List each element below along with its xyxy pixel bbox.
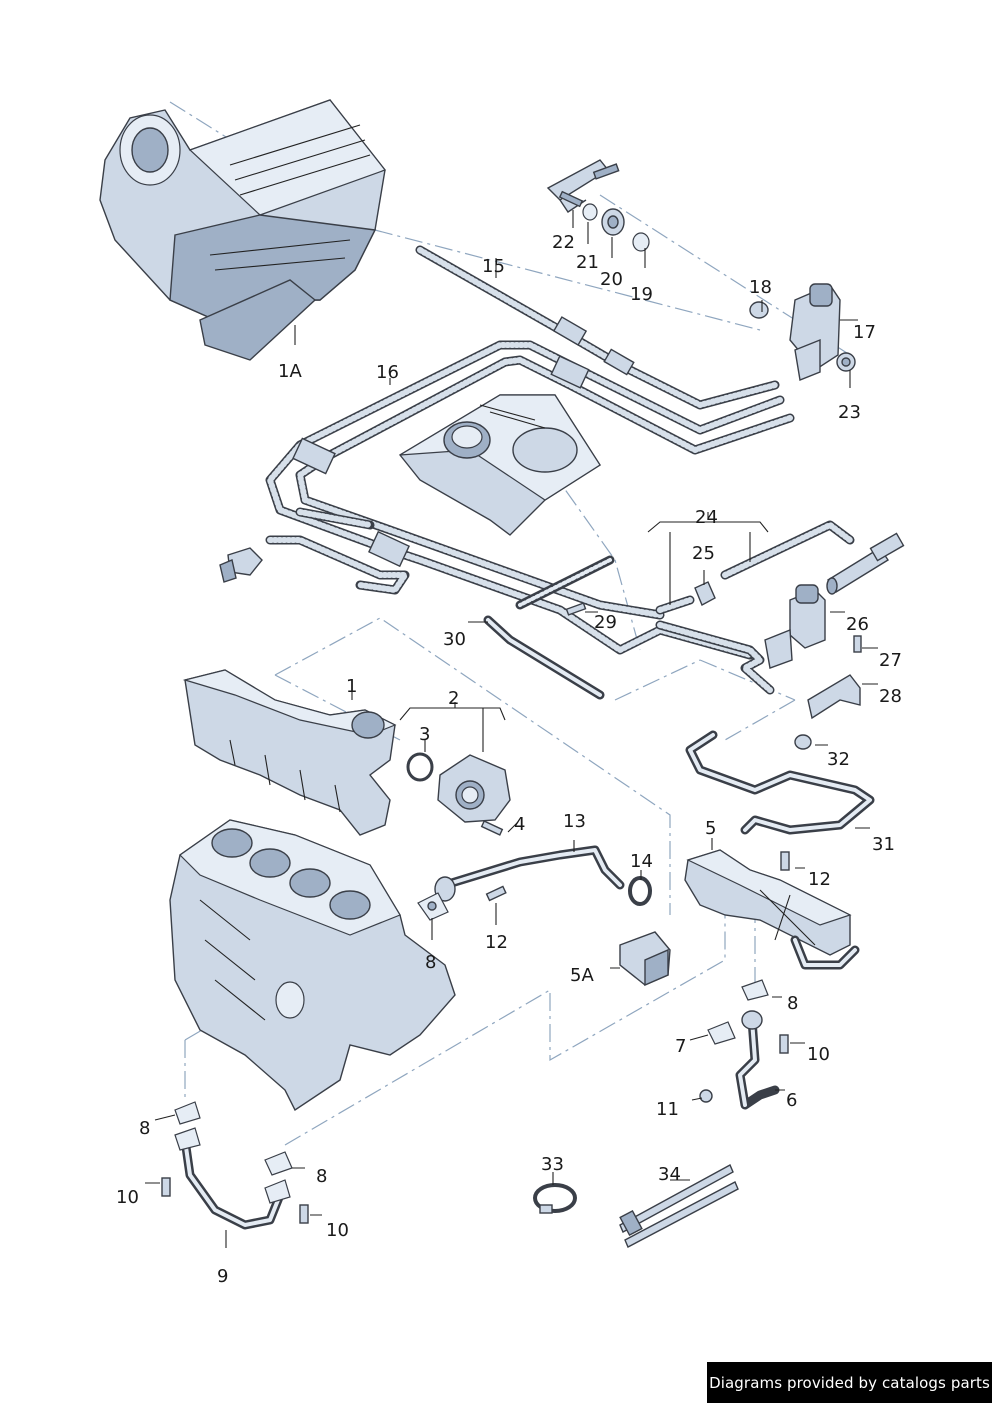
gasket-3[interactable] bbox=[406, 752, 434, 782]
leader-lines bbox=[145, 210, 878, 1248]
bolt-10-right[interactable] bbox=[779, 1034, 789, 1054]
pipe-9[interactable] bbox=[174, 1127, 291, 1230]
label-5A: 5A bbox=[570, 965, 594, 986]
bolt-10-lower-left[interactable] bbox=[161, 1177, 171, 1197]
cable-ties-34[interactable] bbox=[619, 1164, 739, 1248]
label-5: 5 bbox=[705, 818, 716, 839]
bracket-assembly-22-19[interactable] bbox=[546, 159, 650, 252]
label-1: 1 bbox=[346, 676, 357, 697]
bracket-5A[interactable] bbox=[619, 931, 671, 987]
label-8-upper: 8 bbox=[425, 952, 436, 973]
egr-pipe-13[interactable] bbox=[434, 845, 625, 902]
valve-26[interactable] bbox=[764, 584, 826, 669]
hose-15[interactable] bbox=[415, 245, 780, 410]
bracket-28[interactable] bbox=[807, 674, 861, 720]
label-32: 32 bbox=[827, 749, 850, 770]
egr-cooler-5[interactable] bbox=[684, 849, 860, 970]
clamp-14[interactable] bbox=[628, 876, 652, 906]
label-8-lower-left: 8 bbox=[139, 1118, 150, 1139]
label-20: 20 bbox=[600, 269, 623, 290]
label-27: 27 bbox=[879, 650, 902, 671]
label-33: 33 bbox=[541, 1154, 564, 1175]
label-21: 21 bbox=[576, 252, 599, 273]
gasket-8-lower-left[interactable] bbox=[174, 1101, 201, 1125]
solenoid-valve-17[interactable] bbox=[749, 283, 856, 381]
label-34: 34 bbox=[658, 1164, 681, 1185]
bolt-12-left[interactable] bbox=[485, 885, 507, 902]
bolt-27[interactable] bbox=[853, 635, 862, 653]
label-11: 11 bbox=[656, 1099, 679, 1120]
label-26: 26 bbox=[846, 614, 869, 635]
bolt-12-right[interactable] bbox=[780, 851, 790, 871]
label-10-lower-left: 10 bbox=[116, 1187, 139, 1208]
label-8-lower-right: 8 bbox=[316, 1166, 327, 1187]
throttle-body-2[interactable] bbox=[437, 754, 511, 823]
label-28: 28 bbox=[879, 686, 902, 707]
intake-manifold-1[interactable] bbox=[182, 669, 397, 836]
pipe-31[interactable] bbox=[685, 730, 875, 835]
label-9: 9 bbox=[217, 1266, 228, 1287]
label-16: 16 bbox=[376, 362, 399, 383]
label-14: 14 bbox=[630, 851, 653, 872]
valve-25[interactable] bbox=[694, 581, 716, 606]
label-4: 4 bbox=[514, 814, 525, 835]
label-12-left: 12 bbox=[485, 932, 508, 953]
assembly-lines bbox=[169, 101, 851, 1146]
engine-block bbox=[169, 819, 456, 1112]
label-12-right: 12 bbox=[808, 869, 831, 890]
label-25: 25 bbox=[692, 543, 715, 564]
label-10-lower-right: 10 bbox=[326, 1220, 349, 1241]
air-filter-housing[interactable] bbox=[99, 99, 386, 361]
label-7: 7 bbox=[675, 1036, 686, 1057]
pipe-30[interactable] bbox=[483, 555, 615, 700]
hose-clamp-33[interactable] bbox=[533, 1183, 577, 1214]
cylinder-head-cover bbox=[398, 394, 601, 536]
label-29: 29 bbox=[594, 612, 617, 633]
label-10-right: 10 bbox=[807, 1044, 830, 1065]
hose-24[interactable] bbox=[655, 520, 905, 695]
gasket-8-lower-right[interactable] bbox=[264, 1151, 293, 1176]
label-24: 24 bbox=[695, 507, 718, 528]
label-19: 19 bbox=[630, 284, 653, 305]
label-15: 15 bbox=[482, 256, 505, 277]
label-3: 3 bbox=[419, 724, 430, 745]
label-30: 30 bbox=[443, 629, 466, 650]
nut-11[interactable] bbox=[699, 1089, 713, 1103]
attribution-banner: Diagrams provided by catalogs parts bbox=[707, 1362, 992, 1403]
label-17: 17 bbox=[853, 322, 876, 343]
bolt-29[interactable] bbox=[565, 602, 587, 616]
attribution-text: Diagrams provided by catalogs parts bbox=[709, 1373, 990, 1392]
nut-32[interactable] bbox=[794, 734, 812, 750]
label-2: 2 bbox=[448, 688, 459, 709]
label-18: 18 bbox=[749, 277, 772, 298]
label-8-right: 8 bbox=[787, 993, 798, 1014]
pipe-6[interactable] bbox=[735, 1010, 780, 1110]
gasket-8-right[interactable] bbox=[741, 979, 769, 1001]
part-labels: 1A 15 22 21 20 19 18 17 23 16 24 25 26 2… bbox=[116, 232, 902, 1287]
bolt-10-lower-right[interactable] bbox=[299, 1204, 309, 1224]
label-13: 13 bbox=[563, 811, 586, 832]
label-22: 22 bbox=[552, 232, 575, 253]
gasket-7[interactable] bbox=[707, 1021, 736, 1045]
label-23: 23 bbox=[838, 402, 861, 423]
label-31: 31 bbox=[872, 834, 895, 855]
gasket-8-upper[interactable] bbox=[417, 892, 449, 921]
hose-system-16[interactable] bbox=[219, 340, 795, 660]
label-6: 6 bbox=[786, 1090, 797, 1111]
label-1A: 1A bbox=[278, 361, 302, 382]
bolt-4[interactable] bbox=[480, 820, 504, 836]
